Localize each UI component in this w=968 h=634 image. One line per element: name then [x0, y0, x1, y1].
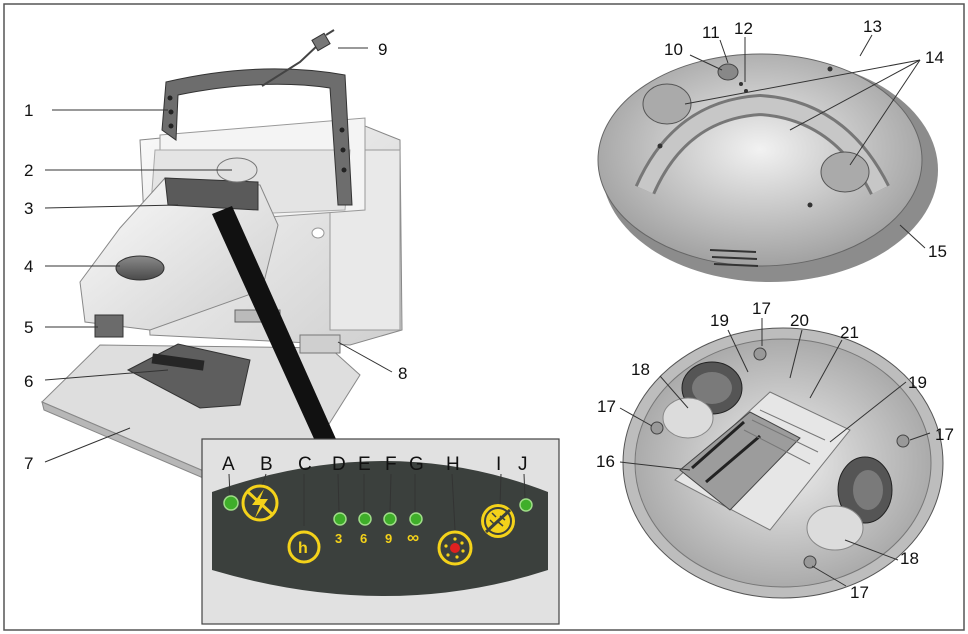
side-contact — [94, 314, 124, 338]
leader-lines-left — [44, 47, 393, 463]
release-button — [115, 255, 165, 281]
callout-18-bottom: 18 — [900, 549, 919, 568]
callout-17-top: 17 — [752, 299, 771, 318]
callout-12: 12 — [734, 19, 753, 38]
led-g — [409, 512, 423, 526]
callout-15: 15 — [928, 242, 947, 261]
callout-18-top: 18 — [631, 360, 650, 379]
callout-2: 2 — [24, 161, 33, 180]
power-plug — [311, 32, 331, 52]
callout-13: 13 — [863, 17, 882, 36]
callout-20: 20 — [790, 311, 809, 330]
callout-19-right: 19 — [908, 373, 927, 392]
carry-handle — [161, 68, 353, 206]
callout-16: 16 — [596, 452, 615, 471]
led-f — [383, 512, 397, 526]
panel-letter-f: F — [385, 454, 397, 475]
panel-letter-h: H — [446, 454, 460, 475]
panel-letter-i: I — [496, 454, 501, 475]
led-e-value: 6 — [360, 531, 367, 546]
callout-21: 21 — [840, 323, 859, 342]
panel-letter-a: A — [222, 454, 235, 475]
callout-17-bottom: 17 — [850, 583, 869, 602]
callout-8: 8 — [398, 364, 407, 383]
callout-11: 11 — [702, 23, 720, 42]
led-a — [223, 495, 239, 511]
callout-1: 1 — [24, 101, 33, 120]
callout-9: 9 — [378, 40, 387, 59]
callout-7: 7 — [24, 454, 33, 473]
robot-top-view-illustration — [597, 53, 938, 282]
hours-icon: h — [287, 530, 321, 564]
callout-6: 6 — [24, 372, 33, 391]
callout-17-right: 17 — [935, 425, 954, 444]
panel-letter-j: J — [518, 454, 528, 475]
bumper-sensor-left — [642, 83, 692, 125]
led-g-value: ∞ — [407, 528, 419, 547]
leader-lines-top-right — [684, 34, 926, 249]
callout-4: 4 — [24, 257, 33, 276]
robot-bottom-view-illustration — [622, 327, 944, 599]
bumper-sensor-right — [820, 151, 870, 193]
callout-numbers: 1 2 3 4 5 6 7 8 9 10 11 12 13 14 15 16 1… — [24, 17, 954, 602]
panel-letter-c: C — [298, 454, 312, 475]
panel-letter-d: D — [332, 454, 346, 475]
svg-text:h: h — [298, 540, 308, 557]
led-e — [358, 512, 372, 526]
callout-19-top: 19 — [710, 311, 729, 330]
led-f-value: 9 — [385, 531, 392, 546]
panel-letter-e: E — [358, 454, 371, 475]
callout-14: 14 — [925, 48, 944, 67]
led-j — [519, 498, 533, 512]
control-panel-detail: A B C D E F G H I J — [201, 438, 560, 625]
control-panel — [164, 177, 259, 211]
brush-roller — [679, 411, 801, 511]
led-d-value: 3 — [335, 531, 342, 546]
callout-17-left: 17 — [597, 397, 616, 416]
callout-5: 5 — [24, 318, 33, 337]
brush-error-icon — [481, 504, 515, 538]
start-button — [717, 63, 739, 81]
power-bolt-icon — [241, 484, 279, 522]
led-d — [333, 512, 347, 526]
panel-letter-g: G — [409, 454, 424, 475]
panel-pointer — [212, 206, 340, 452]
panel-letter-b: B — [260, 454, 273, 475]
callout-10: 10 — [664, 40, 683, 59]
spot-clean-icon — [437, 530, 473, 566]
callout-3: 3 — [24, 199, 33, 218]
leader-lines-bottom-right — [619, 318, 931, 587]
